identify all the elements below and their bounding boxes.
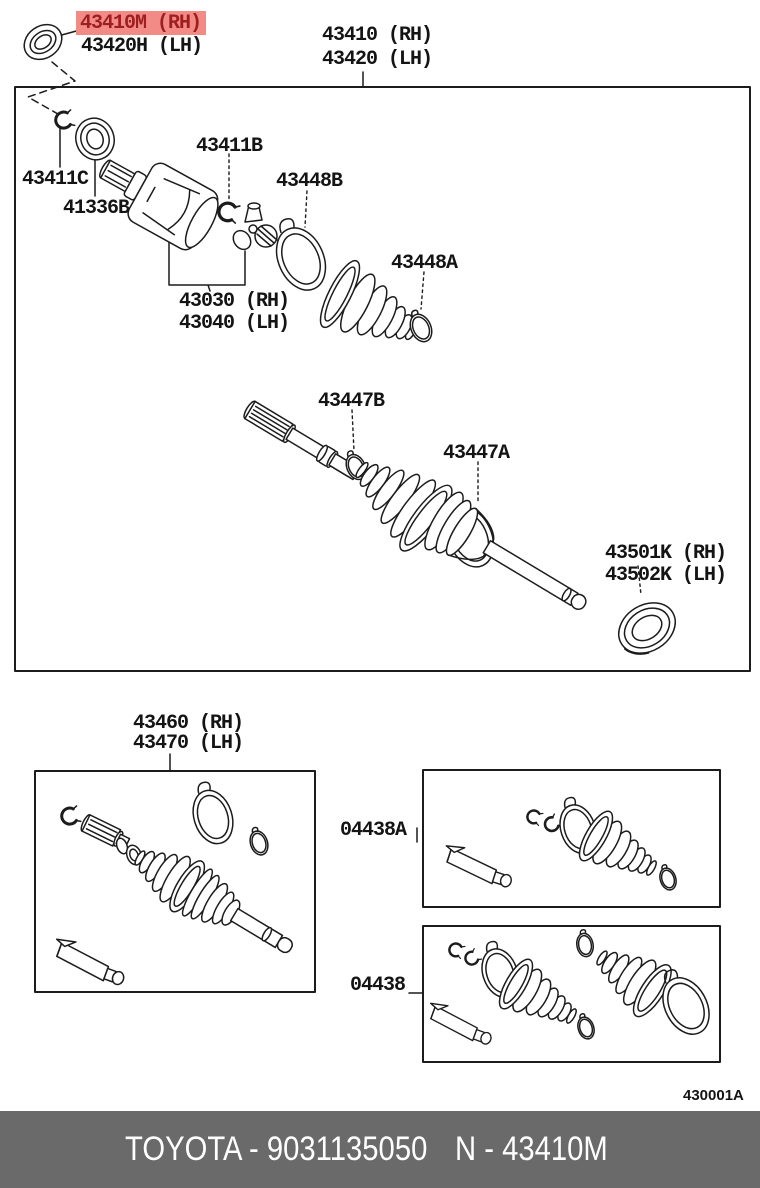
callout-43447b[interactable]: 43447B — [318, 390, 385, 413]
callout-43030[interactable]: 43030 (RH) — [179, 290, 290, 313]
callout-43460[interactable]: 43460 (RH) — [133, 712, 244, 735]
diagram-canvas — [14, 23, 751, 1063]
callout-43411b[interactable]: 43411B — [196, 135, 263, 158]
cv-boot-drawing — [355, 461, 453, 552]
hub-seal-drawing — [618, 602, 676, 655]
boot-kit-04438-box — [422, 925, 721, 1063]
callout-43410[interactable]: 43410 (RH) — [322, 24, 433, 47]
grease-tube-drawing — [422, 999, 498, 1047]
inboard-joint-drawing — [99, 159, 219, 251]
boot-clamp-drawing — [262, 209, 336, 299]
grease-tube-drawing — [48, 934, 131, 988]
callout-04438a[interactable]: 04438A — [340, 819, 407, 842]
callout-04438[interactable]: 04438 — [350, 974, 406, 997]
boot-kit-04438a-box — [422, 769, 721, 908]
callout-43040[interactable]: 43040 (LH) — [179, 312, 290, 335]
callout-43420h[interactable]: 43420H (LH) — [81, 35, 203, 58]
cv-boot-drawing — [319, 259, 418, 341]
callout-43501k[interactable]: 43501K (RH) — [605, 542, 727, 565]
footer-bar: TOYOTA - 9031135050 N - 43410M — [0, 1111, 760, 1188]
bearing-drawing — [75, 117, 115, 161]
shaft-subassembly-box — [34, 770, 316, 993]
callout-43448a[interactable]: 43448A — [391, 252, 458, 275]
callout-43410m-highlighted[interactable]: 43410M (RH) — [76, 11, 207, 35]
shaft-subassembly-drawing — [48, 776, 293, 988]
callout-43420[interactable]: 43420 (LH) — [322, 48, 433, 71]
callout-41336b[interactable]: 41336B — [63, 197, 130, 220]
grease-tube-drawing — [438, 841, 518, 890]
snap-ring-drawing — [215, 199, 242, 225]
callout-43502k[interactable]: 43502K (LH) — [605, 564, 727, 587]
footer-part-ref: N - 43410M — [455, 1130, 608, 1168]
callout-43470[interactable]: 43470 (LH) — [133, 732, 244, 755]
boot-kit-04438a-drawing — [438, 792, 680, 893]
boot-kit-04438-drawing — [422, 928, 720, 1047]
figure-code: 430001A — [683, 1087, 744, 1104]
footer-catalog-ref: TOYOTA - 9031135050 — [125, 1130, 428, 1168]
outboard-joint-drawing — [424, 491, 587, 611]
tripod-drawing — [232, 202, 278, 251]
leader-lines — [27, 29, 642, 994]
callout-43411c[interactable]: 43411C — [22, 168, 89, 191]
callout-43448b[interactable]: 43448B — [276, 170, 343, 193]
callout-43447a[interactable]: 43447A — [443, 442, 510, 465]
main-assembly-box — [14, 86, 751, 672]
oil-seal-drawing — [23, 23, 63, 61]
